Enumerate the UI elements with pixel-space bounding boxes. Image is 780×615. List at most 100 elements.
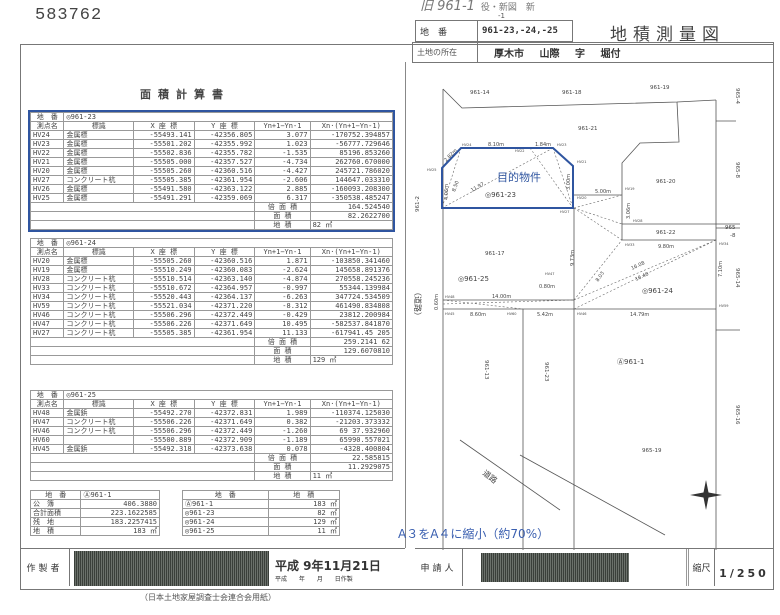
parcel-label: 961-2: [415, 196, 421, 212]
dimension: 8.50: [451, 180, 460, 193]
survey-point: HV34: [719, 242, 729, 246]
parcel-label: 961-13: [483, 360, 489, 380]
applicant-row: 申請人 縮尺 1/250: [415, 548, 773, 586]
lot-labels: ◎961-23 ◎961-25 ◎961-24 Ⓐ961-1: [458, 191, 673, 366]
parcel-label: -8: [730, 233, 736, 239]
survey-point: HV27: [560, 210, 569, 214]
dimension: 1.84m: [535, 142, 551, 148]
scale-label: 縮尺: [689, 549, 715, 586]
applicant-label: 申請人: [415, 549, 463, 586]
dimension: 14.00m: [492, 294, 511, 300]
survey-point: HV47: [545, 272, 554, 276]
survey-point: HV21: [577, 160, 586, 164]
date-value: 平成 9年11月21日: [275, 559, 381, 573]
survey-point-labels: HV24 HV23 HV22 HV21 HV25 HV20 HV19 HV27 …: [427, 143, 729, 316]
lot-number-box: 地 番 961-23,-24,-25: [415, 20, 573, 42]
scale-value: 1/250: [719, 567, 769, 580]
parcel-label: 961-23: [543, 362, 549, 382]
maker-label: 作製者: [20, 549, 70, 586]
lot-label: ◎961-23: [485, 191, 516, 199]
lot-number-value: 961-23,-24,-25: [482, 26, 558, 36]
dimension: 5.00m: [595, 189, 611, 195]
calc-title: 面積計算書: [140, 88, 230, 101]
survey-point: HV60: [507, 312, 516, 316]
survey-point: HV25: [427, 168, 436, 172]
parcel-label: 965-4: [734, 88, 740, 104]
triangulation-lines: [441, 147, 717, 310]
lot-label: ◎961-25: [458, 275, 489, 283]
dimension: 9.80m: [658, 244, 674, 250]
target-property-label: 目的物件: [497, 170, 541, 184]
dimension: 2.82m: [443, 148, 459, 164]
dimension: 5.42m: [537, 312, 553, 318]
applicant-redacted: [481, 553, 629, 582]
parcel-label: 961-14: [470, 90, 490, 96]
dimension: 16.08: [630, 260, 646, 271]
road-label: （道路）: [413, 288, 423, 320]
dimension: 0.80m: [539, 284, 555, 290]
parcel-label: 961-22: [656, 230, 675, 236]
dimension: 16.40: [634, 271, 650, 282]
parcel-label: 965-14: [734, 268, 740, 288]
reduction-note: A３をA４に縮小（約70%）: [398, 527, 550, 541]
dimension: 8.03: [595, 271, 606, 284]
panel-divider: [405, 62, 406, 548]
road-label: 道路: [481, 468, 500, 486]
date-caption: 平成 年 月 日作製: [275, 576, 353, 583]
lot-number-label: 地 番: [416, 21, 478, 41]
document-frame: [20, 44, 774, 590]
maker-redacted: [74, 551, 269, 586]
survey-point: HV48: [445, 295, 454, 299]
parcel-label: 961-19: [650, 85, 670, 91]
parcel-label: 965: [725, 225, 736, 231]
survey-point: HV46: [577, 312, 586, 316]
parcel-label: 961-21: [578, 126, 597, 132]
table-cell: 11 ㎡: [267, 526, 340, 536]
parcel-label: 961-18: [562, 90, 582, 96]
compass-icon: [690, 480, 722, 510]
parcel-label: 965-16: [734, 405, 740, 425]
location-value: 厚木市 山際 字 堀付: [494, 49, 621, 60]
location-row: 土地の所在 厚木市 山際 字 堀付: [412, 42, 774, 63]
survey-point: HV45: [445, 312, 454, 316]
dimension: 11.97: [470, 181, 485, 193]
parcel-label: 965-8: [734, 162, 740, 178]
lot-label: Ⓐ961-1: [617, 358, 644, 366]
handwritten-note: 役・新図 新: [480, 3, 535, 13]
dimension: 8.60m: [470, 312, 486, 318]
document-number: 583762: [35, 6, 103, 25]
page-title: 地積測量図: [610, 25, 725, 45]
paper-note: （日本土地家屋調査士会連合会用紙）: [140, 593, 276, 602]
survey-point: HV33: [625, 243, 634, 247]
survey-point: HV28: [633, 219, 642, 223]
target-parcel-outline: [441, 147, 574, 209]
dimension-labels: 8.10m 1.84m 5.00m 3.06m 9.80m 7.10m 14.0…: [434, 142, 724, 318]
parcel-label: 961-17: [485, 251, 505, 257]
survey-point: HV19: [625, 187, 634, 191]
survey-point: HV22: [515, 149, 524, 153]
table-cell: ◎961-25: [182, 526, 269, 536]
table-cell: 11 ㎡: [309, 471, 394, 481]
lot-label: ◎961-24: [642, 287, 673, 295]
table-cell: 82 ㎡: [309, 220, 394, 230]
dimension: 14.79m: [630, 312, 649, 318]
parcel-label: 965-19: [642, 448, 662, 454]
